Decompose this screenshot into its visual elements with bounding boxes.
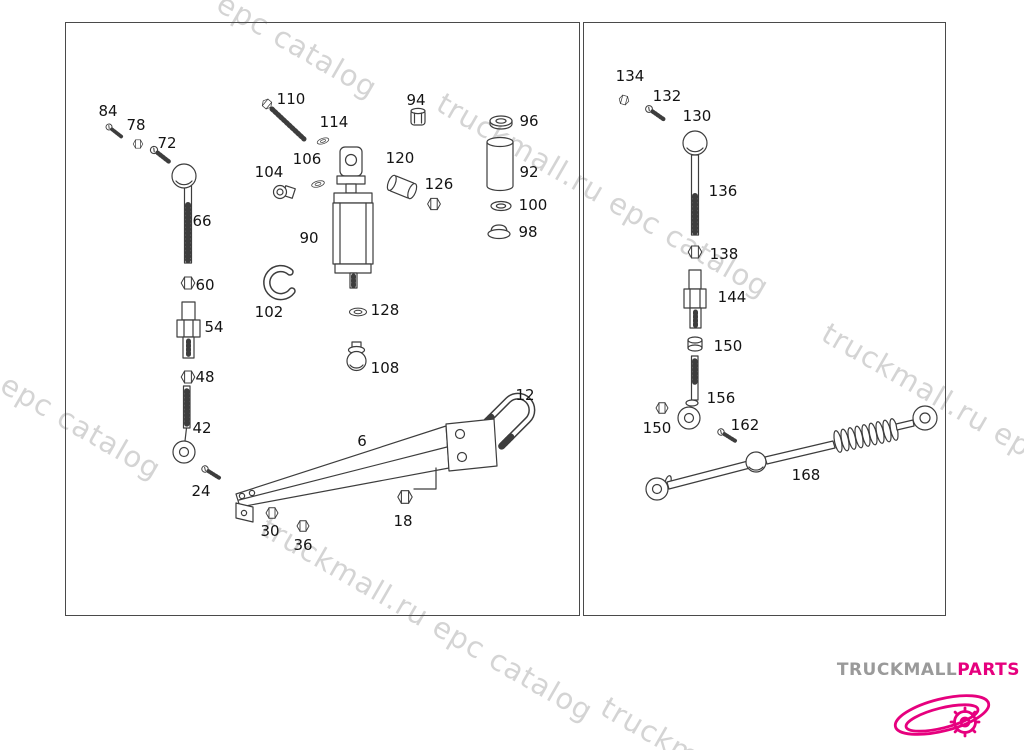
part-label-36: 36 <box>293 536 313 554</box>
part-label-98: 98 <box>518 223 538 241</box>
part-label-84: 84 <box>98 102 118 120</box>
part-100-washer <box>490 200 512 212</box>
part-66-link <box>171 163 197 264</box>
part-label-54: 54 <box>204 318 224 336</box>
part-label-138: 138 <box>709 245 739 263</box>
part-168-tie-rod <box>645 405 938 501</box>
part-label-30: 30 <box>260 522 280 540</box>
part-60-nut <box>180 276 196 290</box>
part-54-sleeve <box>176 301 201 359</box>
part-132-screw <box>644 104 665 122</box>
part-label-136: 136 <box>708 182 738 200</box>
brand-logo-swirl-icon <box>893 694 991 738</box>
part-108-ball-stud <box>346 341 367 372</box>
part-label-130: 130 <box>682 107 712 125</box>
part-126-nut <box>427 197 441 211</box>
part-90-cylinder <box>332 146 374 289</box>
part-138-nut <box>687 245 703 259</box>
part-128-washer <box>348 307 368 317</box>
part-24-screw <box>201 465 221 481</box>
part-label-102: 102 <box>254 303 284 321</box>
part-134-nut <box>617 94 631 106</box>
brand-wordmark: TRUCKMALLPARTS <box>826 660 1020 680</box>
part-36-nut <box>296 520 310 532</box>
part-42-link <box>172 385 196 464</box>
part-30-nut <box>265 507 279 519</box>
part-98-grommet <box>487 224 511 240</box>
part-label-150: 150 <box>642 419 672 437</box>
part-150b-nut <box>655 402 669 414</box>
part-label-18: 18 <box>393 512 413 530</box>
part-label-42: 42 <box>192 419 212 437</box>
part-label-100: 100 <box>518 196 548 214</box>
part-104-fitting <box>272 184 296 200</box>
part-label-106: 106 <box>292 150 322 168</box>
part-48-nut <box>180 370 196 384</box>
part-label-132: 132 <box>652 87 682 105</box>
part-6-bracket <box>235 418 498 523</box>
part-label-150: 150 <box>713 337 743 355</box>
part-label-6: 6 <box>357 432 367 450</box>
part-110-bolt <box>260 97 307 142</box>
part-102-clip <box>263 264 296 301</box>
part-label-72: 72 <box>157 134 177 152</box>
part-label-12: 12 <box>515 386 535 404</box>
part-label-114: 114 <box>319 113 349 131</box>
part-label-168: 168 <box>791 466 821 484</box>
part-156-link <box>677 355 701 430</box>
part-78-nut <box>132 139 144 149</box>
part-label-126: 126 <box>424 175 454 193</box>
part-label-90: 90 <box>299 229 319 247</box>
part-18-nut <box>397 490 413 504</box>
part-114-washer <box>316 136 330 146</box>
part-label-134: 134 <box>615 67 645 85</box>
left-panel-border <box>65 22 580 616</box>
part-label-104: 104 <box>254 163 284 181</box>
brand-name-text: TRUCKMALL <box>836 660 958 680</box>
part-84-screw <box>102 120 126 141</box>
part-label-120: 120 <box>385 149 415 167</box>
part-label-144: 144 <box>717 288 747 306</box>
part-136-link <box>690 154 700 236</box>
right-panel-border <box>583 22 946 616</box>
part-150-bushing <box>687 336 703 352</box>
part-label-92: 92 <box>519 163 539 181</box>
part-label-108: 108 <box>370 359 400 377</box>
part-120-bushing <box>386 174 418 200</box>
part-label-110: 110 <box>276 90 306 108</box>
part-96-washer <box>489 115 513 130</box>
part-label-96: 96 <box>519 112 539 130</box>
part-label-24: 24 <box>191 482 211 500</box>
part-label-156: 156 <box>706 389 736 407</box>
part-106-washer <box>310 179 326 189</box>
part-144-sleeve <box>683 269 707 329</box>
part-94-bushing <box>410 107 426 126</box>
part-label-66: 66 <box>192 212 212 230</box>
part-label-94: 94 <box>406 91 426 109</box>
part-label-162: 162 <box>730 416 760 434</box>
part-label-60: 60 <box>195 276 215 294</box>
part-label-48: 48 <box>195 368 215 386</box>
part-92-cylinder <box>486 136 514 192</box>
brand-accent-text: PARTS <box>957 660 1020 680</box>
part-130-ball <box>682 130 708 156</box>
part-label-78: 78 <box>126 116 146 134</box>
part-label-128: 128 <box>370 301 400 319</box>
